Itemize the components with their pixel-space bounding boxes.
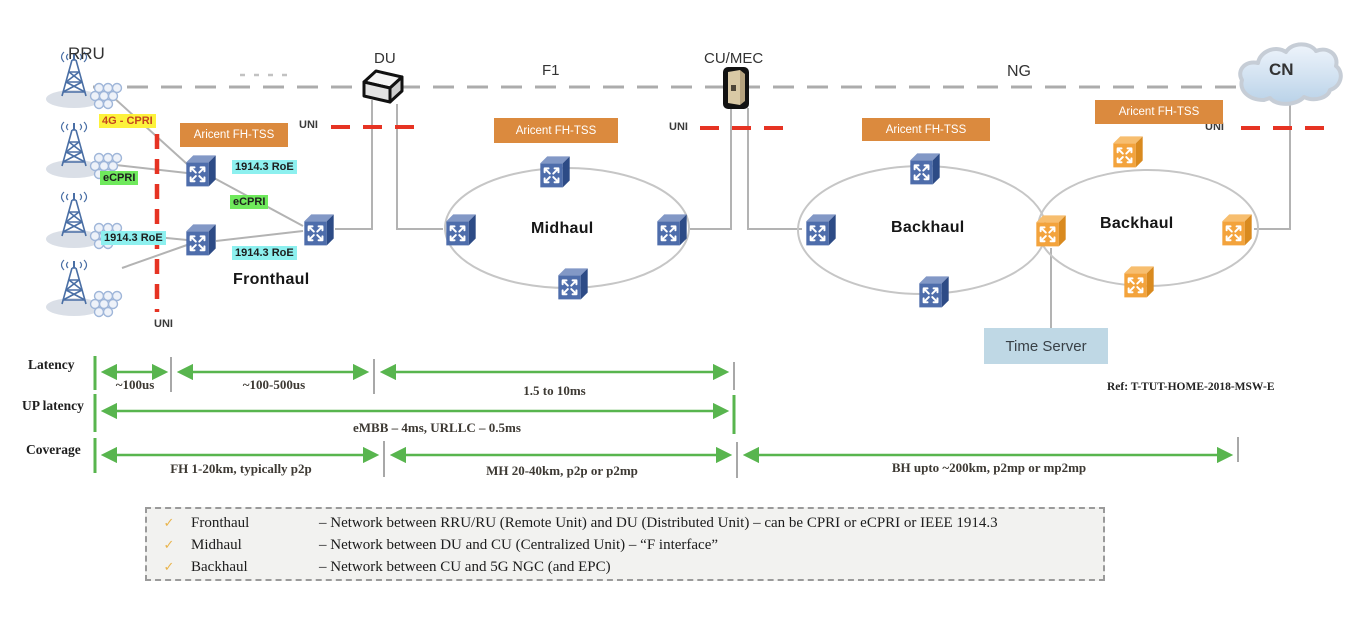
switch-icon: [536, 152, 574, 190]
uni-label: UNI: [669, 121, 688, 133]
chip-1914-roe: 1914.3 RoE: [232, 246, 297, 260]
switch-icon: [1120, 262, 1158, 300]
up-latency-value: eMBB – 4ms, URLLC – 0.5ms: [353, 420, 521, 435]
legend-desc: – Network between DU and CU (Centralized…: [319, 537, 719, 553]
coverage-seg3-value: BH upto ~200km, p2mp or mp2mp: [891, 460, 1087, 475]
check-icon: ✓: [163, 537, 175, 552]
backhaul-section-label: Backhaul: [891, 219, 965, 236]
switch-icon: [182, 151, 220, 189]
legend-row-midhaul: ✓ Midhaul – Network between DU and CU (C…: [147, 534, 1103, 556]
rru-cell-tower-icon: [42, 258, 130, 318]
latency-seg2-value: ~100-500us: [242, 377, 306, 392]
ng-label: NG: [1007, 63, 1031, 80]
cn-label: CN: [1269, 60, 1294, 79]
uni-label: UNI: [154, 318, 173, 330]
cn-cloud-icon: [1238, 42, 1343, 106]
chip-4g-cpri: 4G - CPRI: [99, 114, 156, 128]
legend-term: Backhaul: [191, 559, 248, 575]
chip-ecpri: eCPRI: [230, 195, 269, 209]
fronthaul-section-label: Fronthaul: [233, 271, 310, 288]
coverage-seg1-value: FH 1-20km, typically p2p: [170, 461, 312, 476]
aricent-fh-tss-badge: Aricent FH-TSS: [862, 118, 990, 141]
midhaul-section-label: Midhaul: [531, 220, 594, 237]
cu-mec-label: CU/MEC: [704, 50, 764, 67]
switch-icon: [1218, 210, 1256, 248]
cu-mec-server-icon: [723, 67, 749, 109]
latency-row-label: Latency: [28, 357, 75, 372]
legend-row-backhaul: ✓ Backhaul – Network between CU and 5G N…: [147, 556, 1103, 578]
uni-label: UNI: [1205, 121, 1224, 133]
switch-icon: [300, 210, 338, 248]
legend-box: ✓ Fronthaul – Network between RRU/RU (Re…: [145, 507, 1105, 581]
f1-label: F1: [542, 62, 560, 79]
latency-seg3-value: 1.5 to 10ms: [523, 383, 586, 398]
connector-lines: [112, 96, 1291, 329]
switch-icon: [653, 210, 691, 248]
uni-demarcation-lines: [154, 125, 1332, 312]
coverage-seg2-value: MH 20-40km, p2p or p2mp: [486, 463, 638, 478]
legend-term: Fronthaul: [191, 515, 250, 531]
latency-arrows: [93, 356, 735, 394]
switch-icon: [802, 210, 840, 248]
time-server-box: Time Server: [984, 328, 1108, 364]
switch-icon: [182, 220, 220, 258]
coverage-row-label: Coverage: [26, 442, 81, 457]
legend-row-fronthaul: ✓ Fronthaul – Network between RRU/RU (Re…: [147, 512, 1103, 534]
aricent-fh-tss-badge: Aricent FH-TSS: [180, 123, 288, 147]
legend-desc: – Network between RRU/RU (Remote Unit) a…: [319, 515, 998, 531]
backhaul-section-label: Backhaul: [1100, 215, 1174, 232]
switch-icon: [554, 264, 592, 302]
legend-desc: – Network between CU and 5G NGC (and EPC…: [319, 559, 611, 575]
switch-icon: [906, 149, 944, 187]
du-label: DU: [374, 50, 396, 67]
reference-text: Ref: T-TUT-HOME-2018-MSW-E: [1107, 381, 1275, 393]
du-server-icon: [362, 69, 404, 104]
uni-label: UNI: [299, 119, 318, 131]
check-icon: ✓: [163, 559, 175, 574]
coverage-arrows: [93, 437, 1239, 478]
legend-term: Midhaul: [191, 537, 242, 553]
chip-1914-roe: 1914.3 RoE: [101, 231, 166, 245]
aricent-fh-tss-badge: Aricent FH-TSS: [494, 118, 618, 143]
chip-1914-roe: 1914.3 RoE: [232, 160, 297, 174]
switch-icon: [915, 272, 953, 310]
switch-icon: [1109, 132, 1147, 170]
up-latency-arrow: [93, 394, 736, 434]
up-latency-row-label: UP latency: [22, 398, 84, 413]
switch-icon: [1032, 211, 1070, 249]
aricent-fh-tss-badge: Aricent FH-TSS: [1095, 100, 1223, 124]
chip-ecpri: eCPRI: [100, 171, 139, 185]
latency-seg1-value: ~100us: [115, 377, 155, 392]
rru-label: RRU: [68, 44, 105, 63]
check-icon: ✓: [163, 515, 175, 530]
switch-icon: [442, 210, 480, 248]
